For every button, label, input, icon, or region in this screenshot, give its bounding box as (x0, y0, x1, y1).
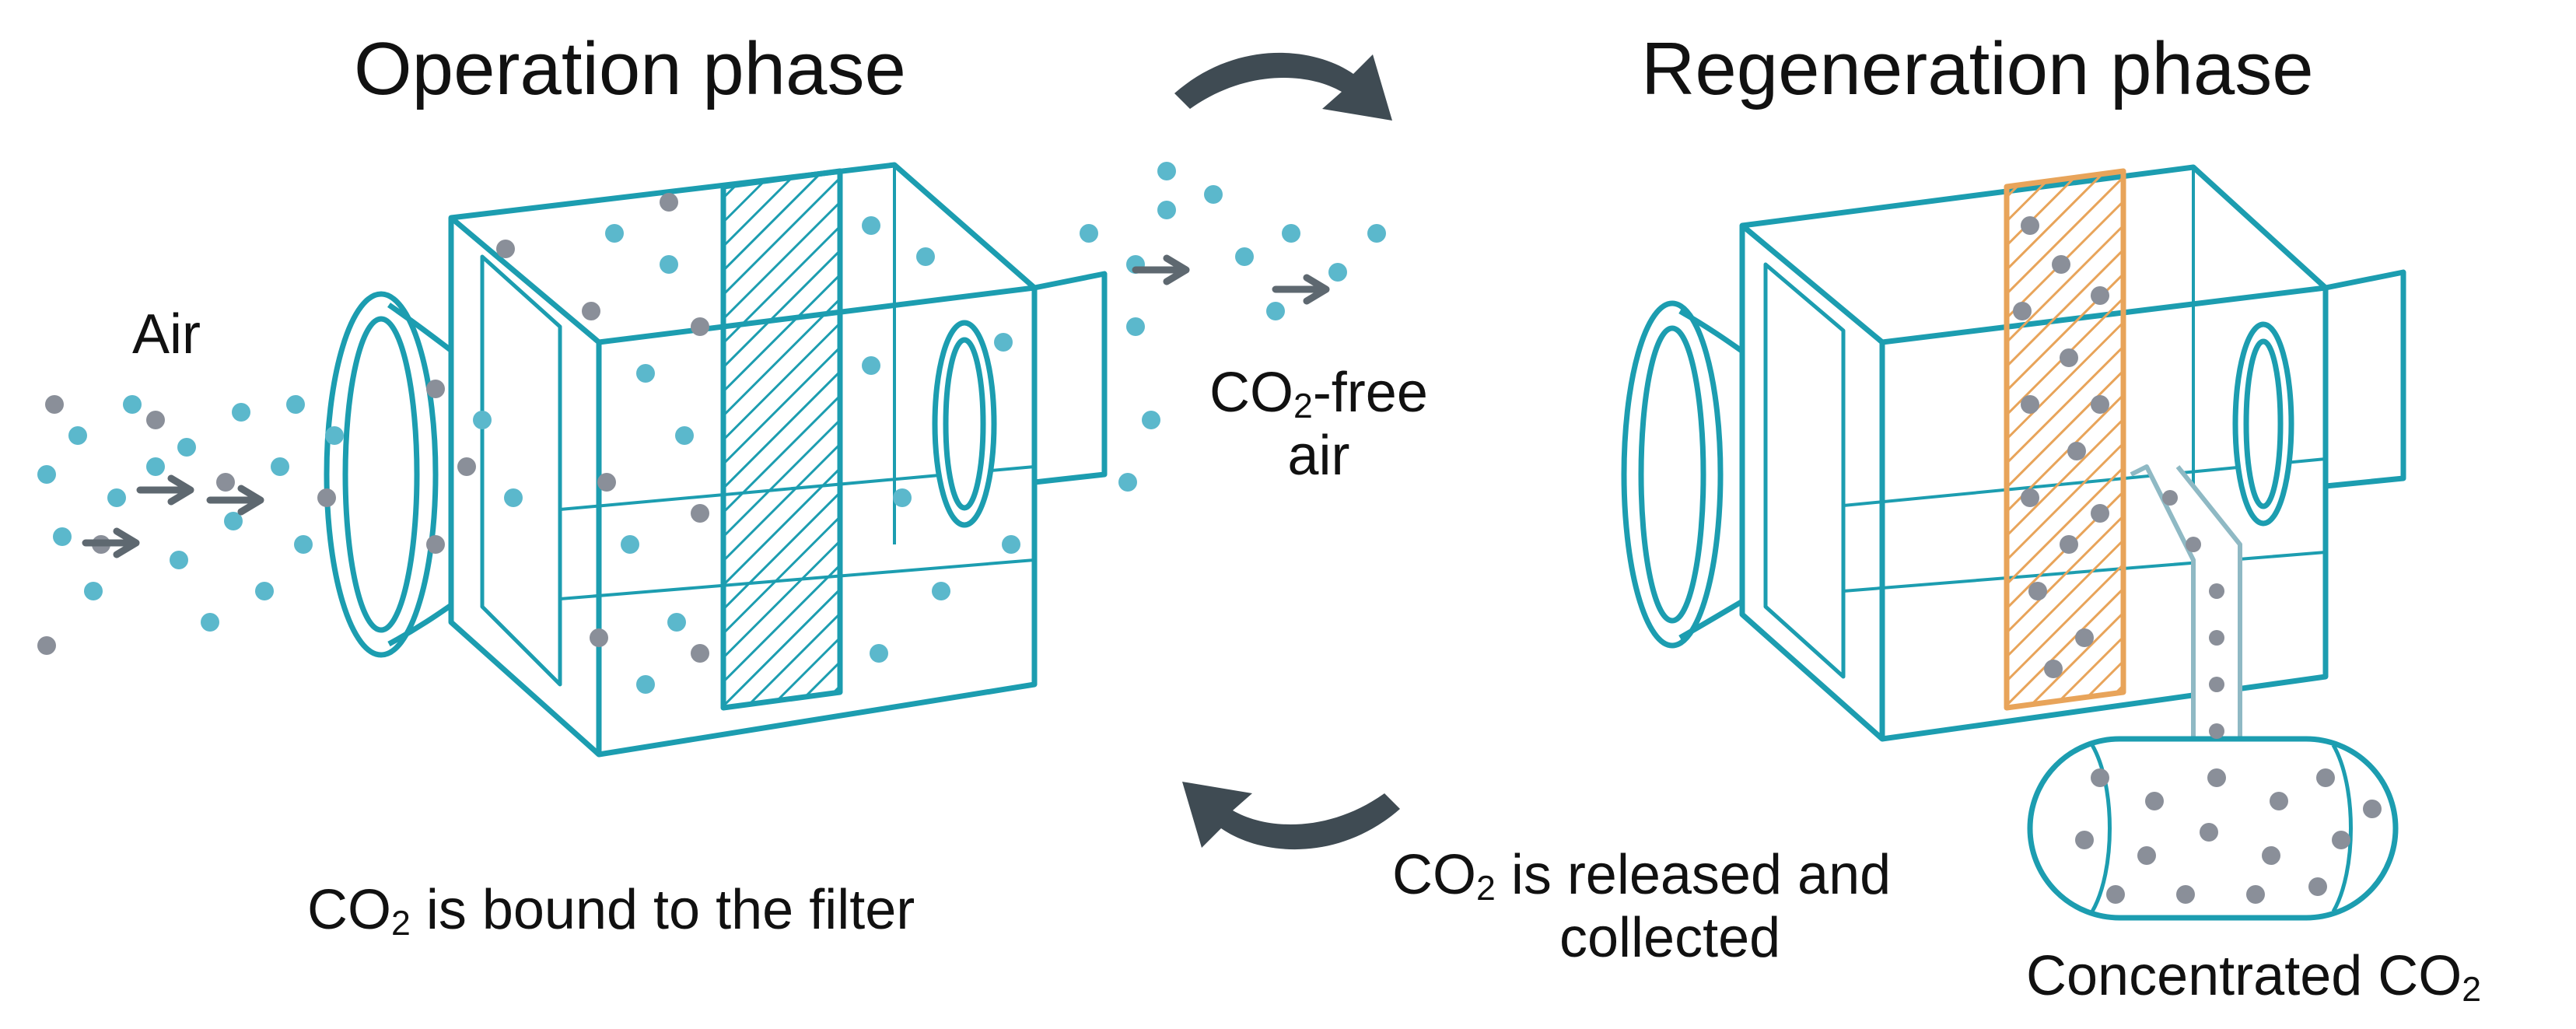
regen-inner-face (1763, 262, 1846, 679)
chevron-right-icon (136, 474, 194, 506)
op-outlet-tube (1034, 271, 1108, 485)
chevron-right-icon (206, 485, 264, 516)
regeneration-filter-unit (1621, 164, 2406, 921)
op-outlet-ring-inner (943, 337, 986, 511)
regen-outlet-tube (2325, 269, 2406, 489)
operation-phase-title: Operation phase (354, 27, 906, 110)
chevron-right-icon (1132, 254, 1190, 285)
curved-arrow-left-icon (1182, 782, 1400, 850)
operation-air-particles (37, 162, 1386, 694)
tank-bands (2090, 744, 2353, 913)
chevron-right-icon (82, 527, 140, 558)
co2-free-air-line2: air (1287, 424, 1350, 487)
co2-free-air-line1: CO2-free (1209, 362, 1428, 426)
op-inner-face (480, 254, 562, 687)
op-inlet-funnel-inner (342, 316, 420, 633)
concentrated-co2-label: Concentrated CO2 (2026, 945, 2482, 1010)
regen-filter-slab (2004, 168, 2126, 711)
co2-released-line2: collected (1559, 906, 1781, 969)
co2-released-label: CO2 is released and collected (1392, 844, 1891, 969)
air-label: Air (132, 303, 201, 366)
operation-filter-unit (324, 162, 1108, 758)
co2-free-air-label: CO2-free air (1209, 362, 1428, 487)
curved-arrow-right-icon (1174, 52, 1392, 121)
co2-bound-label: CO2 is bound to the filter (307, 879, 915, 943)
regeneration-phase-title: Regeneration phase (1641, 27, 2314, 110)
co2-released-line1: CO2 is released and (1392, 844, 1892, 908)
op-filter-slab (720, 168, 843, 711)
regeneration-co2-particles (2013, 216, 2382, 904)
regen-outlet-ring-inner (2243, 338, 2284, 509)
chevron-right-icon (1272, 274, 1330, 305)
regen-inlet-funnel-inner (1638, 325, 1706, 624)
air-flow-arrows (82, 254, 1330, 558)
